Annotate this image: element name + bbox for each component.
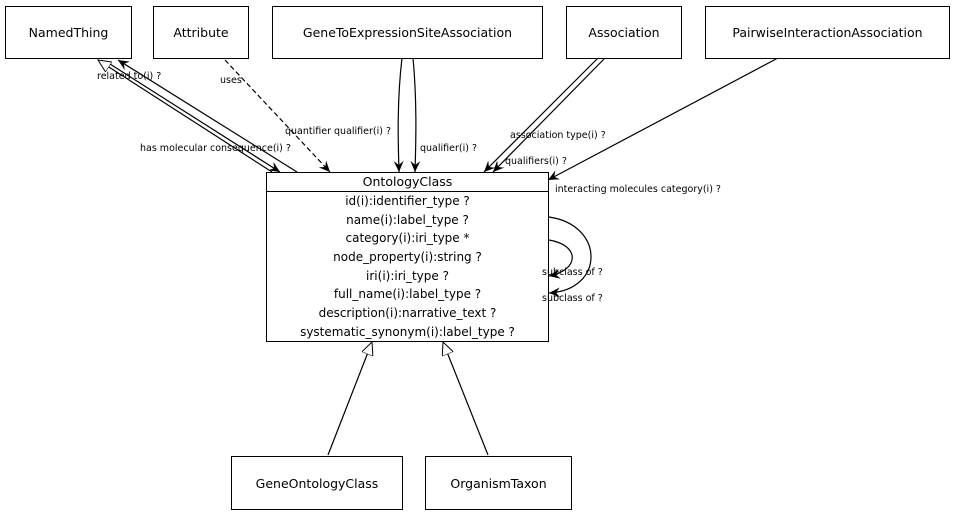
attribute: systematic_synonym(i):label_type ? xyxy=(300,324,515,339)
attribute: node_property(i):string ? xyxy=(333,250,482,265)
label-association-type: association type(i) ? xyxy=(510,130,606,141)
attribute: description(i):narrative_text ? xyxy=(318,306,497,321)
class-gene-to-expression-site-association[interactable]: GeneToExpressionSiteAssociation xyxy=(272,6,543,59)
class-association[interactable]: Association xyxy=(566,6,682,59)
class-gene-ontology-class[interactable]: GeneOntologyClass xyxy=(231,456,403,510)
attribute: name(i):label_type ? xyxy=(346,212,469,227)
edge-related-to xyxy=(117,59,298,173)
edge-has-molecular-consequence xyxy=(109,63,281,173)
class-attribute[interactable]: Attribute xyxy=(153,6,249,59)
class-organism-taxon[interactable]: OrganismTaxon xyxy=(425,456,572,510)
edge-is-a-named-thing xyxy=(98,60,273,173)
edge-uses xyxy=(224,59,331,173)
attribute: iri(i):iri_type ? xyxy=(366,268,449,283)
class-named-thing[interactable]: NamedThing xyxy=(5,6,132,59)
edge-qualifier xyxy=(410,57,421,173)
attribute: id(i):identifier_type ? xyxy=(345,194,470,208)
edge-is-a-organism-taxon xyxy=(443,342,489,456)
label-qualifier: qualifier(i) ? xyxy=(420,143,477,154)
edge-interacting-molecules xyxy=(547,57,779,181)
edge-is-a-gene-ontology xyxy=(327,342,372,456)
edge-association-type xyxy=(483,57,599,173)
label-related-to: related to(i) ? xyxy=(97,71,162,82)
label-has-molecular-consequence: has molecular consequence(i) ? xyxy=(140,143,291,154)
edge-subclass-of-2 xyxy=(548,216,592,298)
attribute: full_name(i):label_type ? xyxy=(333,287,482,302)
label-uses: uses xyxy=(220,75,242,86)
edge-subclass-of-1 xyxy=(548,239,573,279)
label-quantifier-qualifier: quantifier qualifier(i) ? xyxy=(285,126,392,137)
label-subclass-of: subclass of ? xyxy=(542,267,603,278)
edge-quantifier-qualifier xyxy=(393,57,404,173)
attribute: category(i):iri_type * xyxy=(345,231,470,246)
class-ontology-class[interactable]: OntologyClass id(i):identifier_type ? na… xyxy=(266,172,549,342)
class-name: OntologyClass xyxy=(267,173,548,192)
edge-qualifiers xyxy=(492,57,606,173)
label-qualifiers: qualifiers(i) ? xyxy=(505,156,567,167)
label-subclass-of: subclass of ? xyxy=(542,293,603,304)
class-pairwise-interaction-association[interactable]: PairwiseInteractionAssociation xyxy=(705,6,950,59)
label-interacting-molecules-category: interacting molecules category(i) ? xyxy=(555,184,721,195)
